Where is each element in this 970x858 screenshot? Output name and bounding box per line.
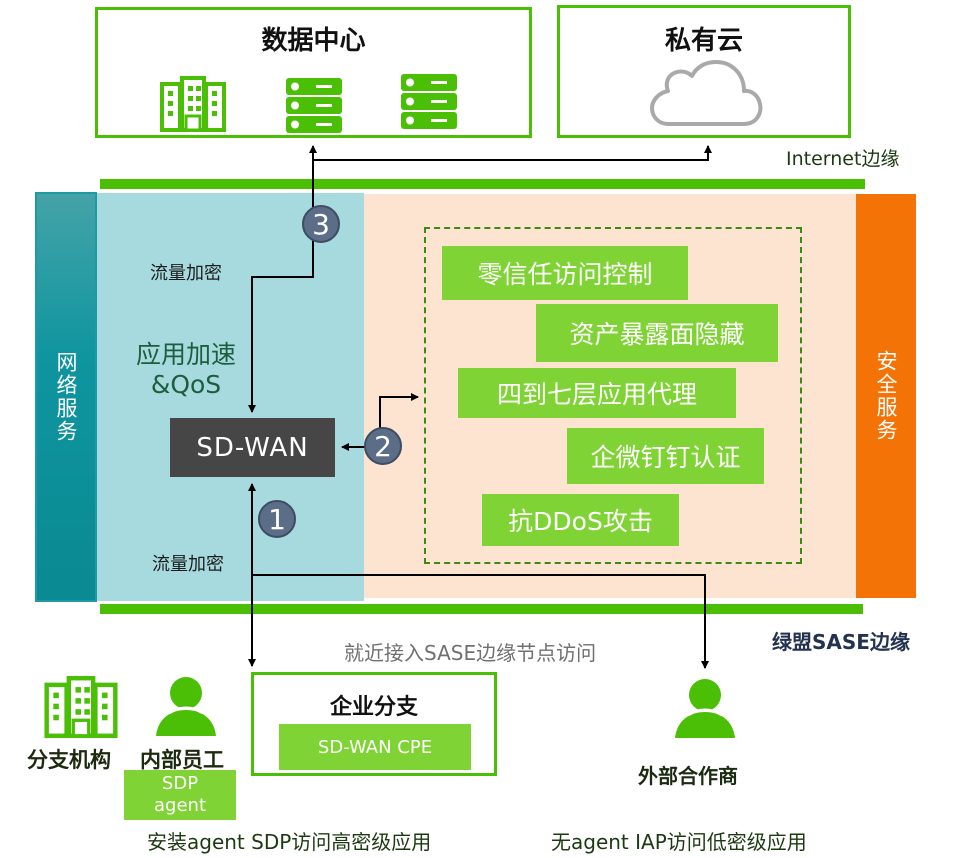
sdwan-cpe: SD-WAN CPE <box>279 724 471 770</box>
enterprise-branch-title: 企业分支 <box>329 695 418 720</box>
person-icon <box>675 679 735 738</box>
private-cloud-title: 私有云 <box>664 26 743 56</box>
building-icon <box>160 76 226 132</box>
sdwan-node: SD-WAN <box>170 418 335 477</box>
server-rack-icon <box>401 74 457 129</box>
external-partner-label: 外部合作商 <box>638 764 738 788</box>
app-acceleration-qos-label: 应用加速 &QoS <box>135 340 236 399</box>
security-service-sidebar: 安全服务 <box>856 194 916 598</box>
nearby-access-note: 就近接入SASE边缘节点访问 <box>344 641 597 665</box>
feature-anti-ddos: 抗DDoS攻击 <box>482 494 679 546</box>
internal-staff-caption: 安装agent SDP访问高密级应用 <box>147 830 432 854</box>
cloud-icon <box>650 60 763 126</box>
step-badge-3: 3 <box>302 205 340 243</box>
datacenter-title: 数据中心 <box>261 26 366 56</box>
sase-edge-label: 绿盟SASE边缘 <box>772 630 910 654</box>
branch-org-label: 分支机构 <box>27 748 111 772</box>
internet-edge-bar <box>100 179 865 189</box>
feature-asset-hiding: 资产暴露面隐藏 <box>536 304 778 362</box>
building-icon <box>44 676 118 738</box>
external-partner-caption: 无agent IAP访问低密级应用 <box>551 830 807 854</box>
feature-l4-l7-proxy: 四到七层应用代理 <box>458 368 736 418</box>
sase-edge-bar <box>100 604 863 614</box>
internal-staff-label: 内部员工 <box>140 748 224 772</box>
traffic-encryption-label-bottom: 流量加密 <box>152 554 224 575</box>
datacenter-box: 数据中心 <box>95 7 532 138</box>
network-service-sidebar: 网络服务 <box>35 192 97 602</box>
internet-edge-label: Internet边缘 <box>786 148 900 170</box>
sdp-agent-badge: SDP agent <box>124 770 236 820</box>
private-cloud-box: 私有云 <box>557 5 851 138</box>
network-service-label: 网络服务 <box>54 351 78 443</box>
security-service-label: 安全服务 <box>874 350 898 442</box>
step-badge-2: 2 <box>364 427 402 465</box>
network-service-region <box>96 193 364 601</box>
person-icon <box>156 677 216 736</box>
step-badge-1: 1 <box>258 500 296 538</box>
security-features-group <box>424 227 802 564</box>
feature-wecom-dingtalk-auth: 企微钉钉认证 <box>567 428 764 484</box>
enterprise-branch-box: 企业分支 SD-WAN CPE <box>251 672 497 776</box>
flow-to-private-cloud <box>313 145 712 161</box>
server-rack-icon <box>286 78 342 133</box>
traffic-encryption-label-top: 流量加密 <box>150 263 222 284</box>
feature-zero-trust: 零信任访问控制 <box>442 246 688 300</box>
